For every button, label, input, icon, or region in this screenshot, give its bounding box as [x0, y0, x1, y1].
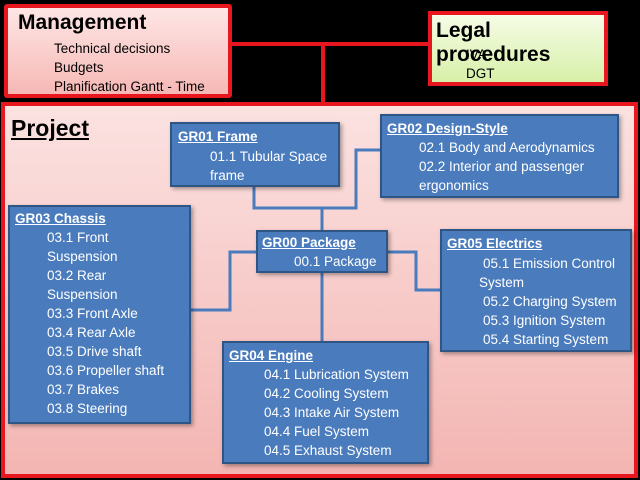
legal-procedures-box: Legal procedures IVA DGT	[428, 11, 608, 86]
gr01-gr00-connector	[252, 187, 324, 230]
gr02-title: GR02 Design-Style	[387, 121, 508, 136]
legal-item: IVA	[466, 47, 487, 62]
gr00-item: 00.1 Package	[294, 254, 377, 269]
gr01-frame-box: GR01 Frame 01.1 Tubular Space frame	[170, 122, 340, 187]
management-item: Budgets	[54, 60, 104, 75]
gr00-gr03-connector	[191, 250, 256, 312]
gr02-item: ergonomics	[419, 178, 489, 193]
gr03-item: 03.7 Brakes	[47, 382, 120, 397]
gr04-title: GR04 Engine	[229, 348, 314, 363]
gr02-item: 02.1 Body and Aerodynamics	[419, 140, 595, 155]
gr00-package-box: GR00 Package 00.1 Package	[256, 230, 388, 273]
gr04-item: 04.3 Intake Air System	[264, 405, 400, 420]
management-item: Planification Gantt - Time	[54, 79, 205, 94]
gr03-item: 03.5 Drive shaft	[47, 344, 142, 359]
gr03-item: 03.2 Rear	[47, 268, 107, 283]
gr05-item: 05.4 Starting System	[483, 332, 609, 347]
gr01-item: frame	[210, 168, 245, 183]
gr01-item: 01.1 Tubular Space	[210, 149, 328, 164]
gr03-item: 03.6 Propeller shaft	[47, 363, 165, 378]
management-title: Management	[18, 11, 147, 34]
gr05-title: GR05 Electrics	[447, 236, 543, 251]
legal-procedures-title: Legal procedures	[436, 19, 551, 66]
gr02-item: 02.2 Interior and passenger	[419, 159, 585, 174]
gr05-item: System	[479, 275, 525, 290]
gr00-gr05-connector	[388, 250, 440, 292]
project-title: Project	[11, 115, 89, 141]
gr05-item: 05.3 Ignition System	[483, 313, 606, 328]
gr02-gr00-connector	[322, 148, 382, 210]
gr04-item: 04.5 Exhaust System	[264, 443, 392, 458]
gr05-electrics-box: GR05 Electrics 05.1 Emission Control Sys…	[440, 229, 632, 352]
gr03-item: 03.3 Front Axle	[47, 306, 138, 321]
legal-items: IVA DGT	[466, 45, 495, 83]
gr04-item: 04.4 Fuel System	[264, 424, 370, 439]
management-box: Management Technical decisions Budgets P…	[4, 4, 232, 98]
gr03-item: 03.1 Front	[47, 230, 109, 245]
gr03-title: GR03 Chassis	[15, 211, 106, 226]
gr03-item: Suspension	[47, 249, 118, 264]
gr03-chassis-box: GR03 Chassis 03.1 Front Suspension 03.2 …	[8, 205, 191, 424]
gr04-engine-box: GR04 Engine 04.1 Lubrication System 04.2…	[222, 341, 429, 464]
gr04-item: 04.2 Cooling System	[264, 386, 389, 401]
gr03-item: 03.4 Rear Axle	[47, 325, 136, 340]
management-items: Technical decisions Budgets Planificatio…	[54, 39, 205, 96]
gr01-title: GR01 Frame	[178, 129, 258, 144]
gr04-item: 04.1 Lubrication System	[264, 367, 409, 382]
management-item: Technical decisions	[54, 41, 171, 56]
gr03-item: 03.8 Steering	[47, 401, 128, 416]
gr05-item: 05.1 Emission Control	[483, 256, 616, 271]
gr00-title: GR00 Package	[262, 235, 356, 250]
gr05-item: 05.2 Charging System	[483, 294, 617, 309]
gr02-design-style-box: GR02 Design-Style 02.1 Body and Aerodyna…	[380, 114, 619, 198]
gr03-item: Suspension	[47, 287, 118, 302]
legal-item: DGT	[466, 66, 495, 81]
